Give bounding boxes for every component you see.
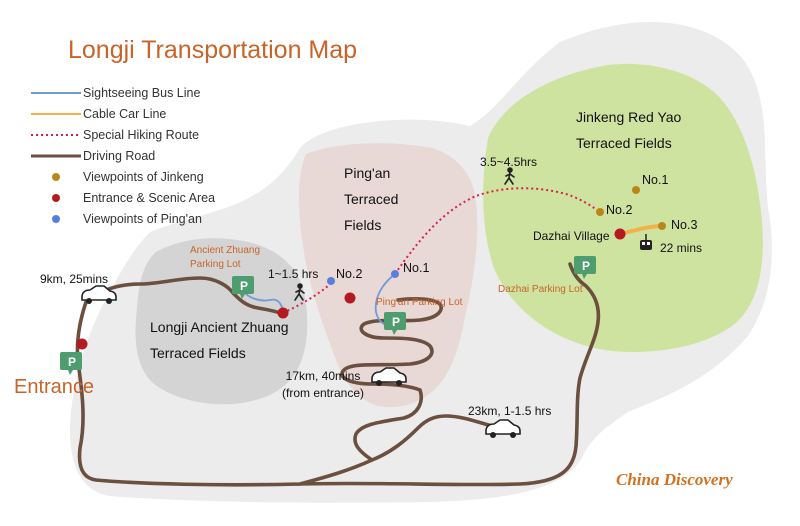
legend-label: Cable Car Line: [83, 107, 167, 121]
note-hike-jinkeng: 3.5~4.5hrs: [480, 155, 538, 169]
note-drive-entrance: 9km, 25mins: [40, 272, 109, 286]
viewpoint-label-jinkeng-no3: No.3: [671, 218, 698, 232]
legend-label: Viewpoints of Jinkeng: [83, 170, 204, 184]
viewpoint-label-pingan-no2: No.2: [336, 267, 363, 281]
jinkeng-viewpoint-2-dot[interactable]: [596, 208, 604, 216]
parking-label-dazhai: Dazhai Parking Lot: [498, 284, 583, 295]
pingan-viewpoint-1-dot[interactable]: [391, 270, 399, 278]
region-label-line: Terraced: [344, 191, 399, 207]
map-title: Longji Transportation Map: [68, 36, 358, 64]
parking-label-line: Parking Lot: [190, 259, 241, 270]
legend-item-cable-car: Cable Car Line: [28, 105, 166, 123]
legend-item-jinkeng-viewpoints: Viewpoints of Jinkeng: [28, 168, 204, 186]
dazhai-village-dot[interactable]: [614, 228, 626, 240]
jinkeng-area: [483, 63, 763, 353]
legend-item-entrance-scenic: Entrance & Scenic Area: [28, 189, 215, 207]
legend-label: Special Hiking Route: [83, 128, 200, 142]
viewpoint-label-pingan-no1: No.1: [403, 261, 430, 275]
legend-entrance-dot: [28, 189, 83, 207]
parking-label-zhuang: Ancient Zhuang Parking Lot: [190, 244, 260, 272]
note-drive-dazhai: 23km, 1-1.5 hrs: [468, 404, 552, 418]
region-label-line: Fields: [344, 217, 382, 233]
bus-line-zhuang: [241, 289, 284, 313]
region-label-pingan: Ping'an Terraced Fields: [344, 160, 398, 238]
region-label-jinkeng: Jinkeng Red Yao Terraced Fields: [576, 104, 681, 156]
region-label-line: Ping'an: [344, 165, 391, 181]
hiking-route-jinkeng: [394, 187, 601, 275]
entrance-dot[interactable]: [76, 338, 88, 350]
note-hike-zhuang: 1~1.5 hrs: [268, 267, 319, 281]
jinkeng-viewpoint-1-dot[interactable]: [632, 186, 640, 194]
legend-label: Viewpoints of Ping'an: [83, 212, 202, 226]
cable-car-icon: [640, 234, 652, 250]
place-label-dazhai-village: Dazhai Village: [533, 229, 610, 243]
legend-road-swatch: [28, 147, 83, 165]
legend-label: Entrance & Scenic Area: [83, 191, 216, 205]
region-label-line: Terraced Fields: [150, 345, 246, 361]
note-cable-car: 22 mins: [660, 241, 703, 255]
legend-hiking-swatch: [28, 126, 83, 144]
region-label-line: Longji Ancient Zhuang: [150, 319, 289, 335]
region-label-line: Terraced Fields: [576, 135, 672, 151]
region-label-zhuang: Longji Ancient Zhuang Terraced Fields: [150, 314, 289, 366]
note-drive-pingan: 17km, 40mins (from entrance): [282, 368, 364, 402]
region-label-line: Jinkeng Red Yao: [576, 109, 682, 125]
pingan-scenic-dot[interactable]: [344, 292, 356, 304]
legend-item-driving-road: Driving Road: [28, 147, 155, 165]
viewpoint-label-jinkeng-no1: No.1: [642, 173, 669, 187]
parking-label-pingan: Ping'an Parking Lot: [376, 297, 463, 308]
legend-label: Sightseeing Bus Line: [83, 86, 201, 100]
legend-item-bus-line: Sightseeing Bus Line: [28, 84, 200, 102]
driving-road: [75, 262, 601, 487]
brand-logo: China Discovery: [616, 470, 733, 489]
place-label-entrance: Entrance: [14, 376, 95, 398]
legend-label: Driving Road: [83, 149, 156, 163]
legend-jinkeng-dot: [28, 168, 83, 186]
hiker-icon-jinkeng: [504, 167, 515, 185]
parking-label-line: Ancient Zhuang: [190, 245, 261, 256]
legend-item-hiking-route: Special Hiking Route: [28, 126, 199, 144]
legend-pingan-dot: [28, 210, 83, 228]
legend-cable-car-swatch: [28, 105, 83, 123]
jinkeng-viewpoint-3-dot[interactable]: [658, 222, 666, 230]
hiker-icon-zhuang: [294, 283, 305, 301]
pingan-viewpoint-2-dot[interactable]: [327, 277, 335, 285]
pingan-area: [299, 143, 478, 408]
note-line: 17km, 40mins: [285, 369, 361, 383]
legend-bus-line-swatch: [28, 84, 83, 102]
legend-item-pingan-viewpoints: Viewpoints of Ping'an: [28, 210, 202, 228]
note-line: (from entrance): [282, 386, 365, 400]
viewpoint-label-jinkeng-no2: No.2: [606, 203, 633, 217]
zhuang-scenic-dot[interactable]: [277, 307, 289, 319]
